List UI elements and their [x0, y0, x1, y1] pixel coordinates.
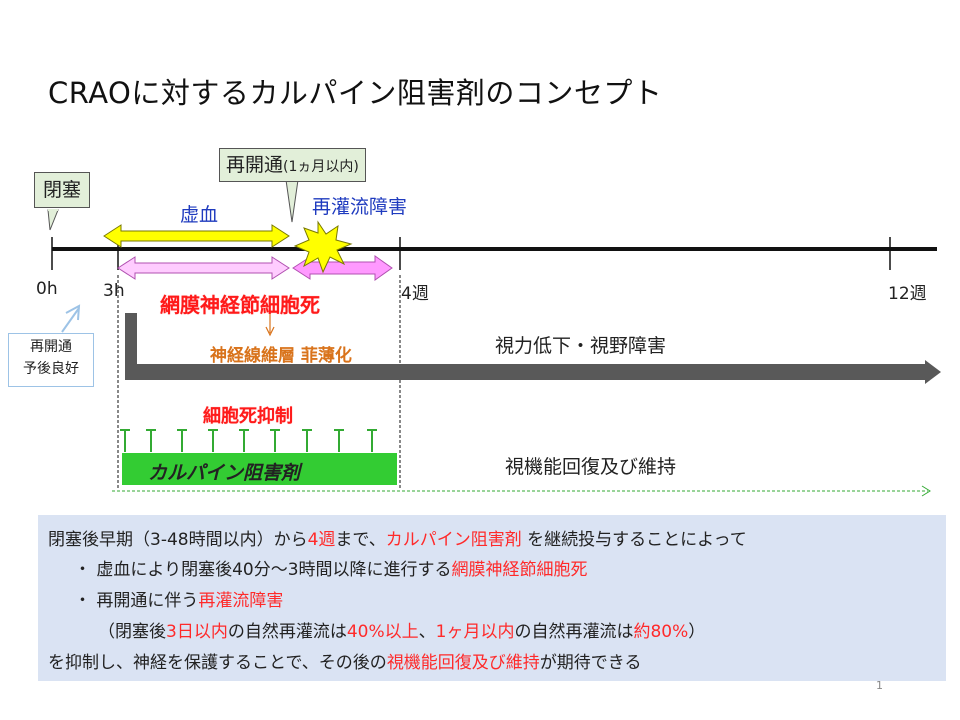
calpain-inhibitor-label: カルパイン阻害剤	[148, 462, 301, 484]
tick-label-4w: 4週	[401, 284, 429, 304]
summary-text: が期待できる	[539, 653, 642, 673]
summary-text: まで、	[335, 530, 386, 550]
summary-highlight: カルパイン阻害剤	[385, 530, 522, 550]
tick-label-12w: 12週	[888, 284, 927, 304]
ischemia-arrow	[103, 224, 290, 248]
nfl-thinning-label: 神経線維層 菲薄化	[210, 346, 352, 366]
recovery-label: 視機能回復及び維持	[505, 456, 677, 478]
summary-line-1: 閉塞後早期（3-48時間以内）から4週まで、カルパイン阻害剤 を継続投与すること…	[48, 525, 747, 550]
summary-text: を抑制し、神経を保護することで、その後の	[48, 653, 387, 673]
summary-highlight: 3日以内	[166, 622, 228, 642]
summary-highlight: 網膜神経節細胞死	[451, 560, 588, 580]
reopen-note: (1ヵ月以内)	[283, 159, 359, 175]
cell-death-inhibition-label: 細胞死抑制	[203, 406, 293, 427]
occlusion-label: 閉塞	[43, 179, 82, 201]
reperfusion-label: 再灌流障害	[312, 196, 408, 218]
summary-highlight: 4週	[307, 530, 336, 550]
summary-text: 、	[418, 622, 436, 642]
summary-text: の自然再灌流は	[227, 622, 347, 642]
summary-highlight: 視機能回復及び維持	[386, 653, 540, 673]
summary-highlight: 約80%	[633, 622, 689, 642]
calpain-inhibitor-bar	[122, 453, 397, 485]
reopen-callout: 再開通(1ヵ月以内)	[219, 148, 366, 182]
summary-text: ・ 虚血により閉塞後40分～3時間以降に進行する	[74, 560, 452, 580]
prognosis-box: 再開通 予後良好	[8, 333, 94, 387]
summary-line-5: を抑制し、神経を保護することで、その後の視機能回復及び維持が期待できる	[48, 648, 641, 673]
summary-line-2: ・ 虚血により閉塞後40分～3時間以降に進行する網膜神経節細胞死	[74, 555, 588, 580]
summary-panel: 閉塞後早期（3-48時間以内）から4週まで、カルパイン阻害剤 を継続投与すること…	[38, 515, 946, 681]
prognosis-pointer	[61, 307, 80, 333]
summary-text: （閉塞後	[98, 622, 166, 642]
occlusion-callout: 閉塞	[34, 172, 91, 208]
summary-text: の自然再灌流は	[514, 622, 634, 642]
ischemia-label: 虚血	[180, 204, 219, 226]
summary-text: を継続投与することによって	[521, 530, 747, 550]
occlusion-callout-tail	[47, 209, 59, 231]
rgc-death-label: 網膜神経節細胞死	[160, 293, 320, 317]
vision-loss-label: 視力低下・視野障害	[495, 335, 667, 357]
summary-highlight: 40%以上	[346, 622, 419, 642]
summary-line-4: （閉塞後3日以内の自然再灌流は40%以上、1ヶ月以内の自然再灌流は約80%）	[98, 617, 705, 642]
reperfusion-burst-icon	[293, 220, 353, 274]
vision-loss-arrow	[125, 360, 941, 384]
summary-line-3: ・ 再開通に伴う再灌流障害	[74, 586, 283, 611]
tick-label-3h: 3h	[103, 281, 125, 301]
reopen-label: 再開通	[226, 154, 284, 176]
summary-highlight: 1ヶ月以内	[435, 622, 515, 642]
vision-loss-arrow-stem	[125, 313, 137, 376]
inhibition-markers	[120, 429, 377, 452]
tick-label-0h: 0h	[36, 279, 58, 299]
summary-text: 閉塞後早期（3-48時間以内）から	[48, 530, 308, 550]
rgc-death-arrow	[117, 256, 290, 280]
prognosis-line-1: 再開通	[30, 339, 72, 355]
summary-text: ・ 再開通に伴う	[74, 591, 199, 611]
prognosis-line-2: 予後良好	[23, 361, 79, 377]
summary-text: ）	[688, 622, 706, 642]
page-title: CRAOに対するカルパイン阻害剤のコンセプト	[48, 76, 663, 110]
page-number: 1	[876, 679, 883, 692]
summary-highlight: 再灌流障害	[198, 591, 284, 611]
reopen-callout-tail	[285, 179, 299, 223]
